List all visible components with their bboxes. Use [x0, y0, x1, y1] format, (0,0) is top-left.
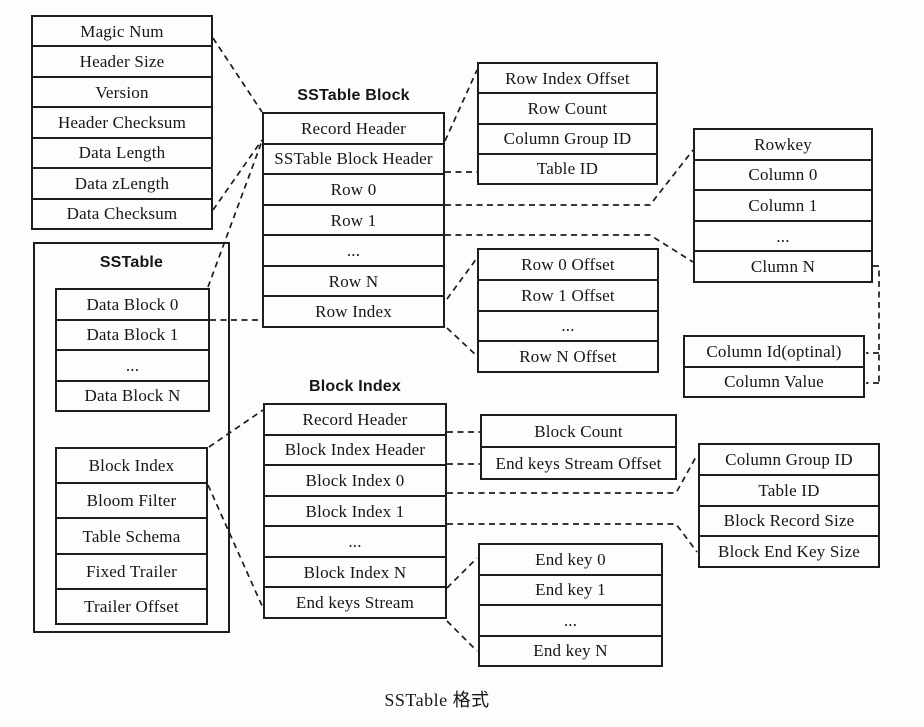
box-row: End keys Stream Offset	[482, 446, 675, 478]
diagram-caption: SSTable 格式	[384, 690, 490, 710]
sstable-meta-blocks-box: Block Index Bloom Filter Table Schema Fi…	[55, 447, 208, 625]
box-row: ...	[480, 604, 661, 635]
box-row: ...	[265, 525, 445, 556]
box-row: Bloom Filter	[57, 482, 206, 517]
connector-rowindex-to-rowoffsets-top	[446, 257, 478, 300]
block-index-box: Record Header Block Index Header Block I…	[263, 403, 447, 619]
box-row: Row 0 Offset	[521, 254, 615, 274]
box-row: End key 1	[480, 573, 661, 605]
sstable-title: SSTable	[99, 254, 164, 271]
box-row: Block Index 0	[265, 464, 445, 495]
connector-rowindex-to-rowoffsets-bottom	[446, 327, 478, 357]
box-row: Block Record Size	[700, 504, 878, 536]
box-row: Data Length	[33, 136, 211, 167]
box-row: ...	[57, 349, 208, 380]
box-row: Column Value	[685, 365, 863, 397]
box-row: Table ID	[700, 473, 878, 505]
box-row: Header Size	[33, 45, 211, 75]
box-row: Column Group ID	[479, 122, 656, 153]
box-row: Column Id(optinal)	[706, 341, 842, 361]
box-row: SSTable Block Header	[264, 142, 443, 174]
column-pair-box: Column Id(optinal) Column Value	[683, 335, 865, 398]
box-row: Block Index Header	[265, 433, 445, 465]
row-offsets-box: Row 0 Offset Row 1 Offset ... Row N Offs…	[477, 248, 659, 373]
row-content-box: Rowkey Column 0 Column 1 ... Clumn N	[693, 128, 873, 283]
box-row: Clumn N	[695, 250, 871, 281]
connector-blockheader-to-rowindexoffset-top	[444, 69, 478, 142]
box-row: Record Header	[300, 118, 406, 138]
box-row: Block Index	[88, 456, 175, 476]
connector-column-to-columnpair	[866, 265, 880, 384]
box-row: Row 0	[264, 173, 443, 204]
box-row: Version	[33, 75, 211, 106]
box-row: End key N	[480, 634, 661, 666]
box-row: Block End Key Size	[700, 535, 878, 566]
box-row: Block Count	[534, 421, 623, 441]
connector-header-to-sstable-block-bottom	[212, 139, 263, 211]
box-row: Column Group ID	[725, 449, 853, 469]
box-row: Rowkey	[754, 134, 812, 154]
box-row: Data zLength	[33, 167, 211, 197]
box-row: Record Header	[302, 409, 408, 429]
block-count-box: Block Count End keys Stream Offset	[480, 414, 677, 480]
box-row: Trailer Offset	[57, 587, 206, 623]
box-row: Table Schema	[57, 517, 206, 552]
box-row: Data Block 1	[57, 318, 208, 350]
box-row: End keys Stream	[265, 586, 445, 617]
box-row: Fixed Trailer	[57, 552, 206, 588]
box-row: Table ID	[479, 152, 656, 183]
end-keys-box: End key 0 End key 1 ... End key N	[478, 543, 663, 667]
row-index-offset-box: Row Index Offset Row Count Column Group …	[477, 62, 658, 185]
box-row: Row N	[264, 264, 443, 296]
box-row: Row Index Offset	[505, 68, 630, 88]
connector-endkeysstream-to-endkeys-top	[446, 557, 478, 589]
block-index-title: Block Index	[308, 378, 401, 395]
box-row: End key 0	[535, 549, 606, 569]
box-row: Row Index	[264, 295, 443, 326]
box-row: ...	[264, 234, 443, 265]
box-row: Data Checksum	[33, 197, 211, 228]
block-index-entry-box: Column Group ID Table ID Block Record Si…	[698, 443, 880, 568]
box-row: Magic Num	[80, 21, 164, 41]
box-row: Column 1	[695, 189, 871, 220]
sstable-block-box: Record Header SSTable Block Header Row 0…	[262, 112, 445, 328]
box-row: Row N Offset	[479, 340, 657, 371]
box-row: Data Block N	[57, 379, 208, 411]
record-header-box: Magic Num Header Size Version Header Che…	[31, 15, 213, 230]
connector-endkeysstream-to-endkeys-bottom	[446, 620, 478, 652]
box-row: Block Index N	[265, 555, 445, 587]
box-row: Data Block 0	[86, 294, 179, 314]
box-row: ...	[695, 219, 871, 251]
box-row: Column 0	[695, 158, 871, 190]
box-row: Row 1 Offset	[479, 278, 657, 310]
sstable-block-title: SSTable Block	[297, 87, 410, 104]
box-row: ...	[479, 309, 657, 341]
box-row: Row 1	[264, 203, 443, 235]
sstable-data-blocks-box: Data Block 0 Data Block 1 ... Data Block…	[55, 288, 210, 412]
box-row: Block Index 1	[265, 494, 445, 526]
sstable-box	[33, 242, 230, 633]
box-row: Row Count	[479, 92, 656, 122]
box-row: Header Checksum	[33, 106, 211, 136]
connector-header-to-sstable-block-top	[212, 37, 263, 113]
